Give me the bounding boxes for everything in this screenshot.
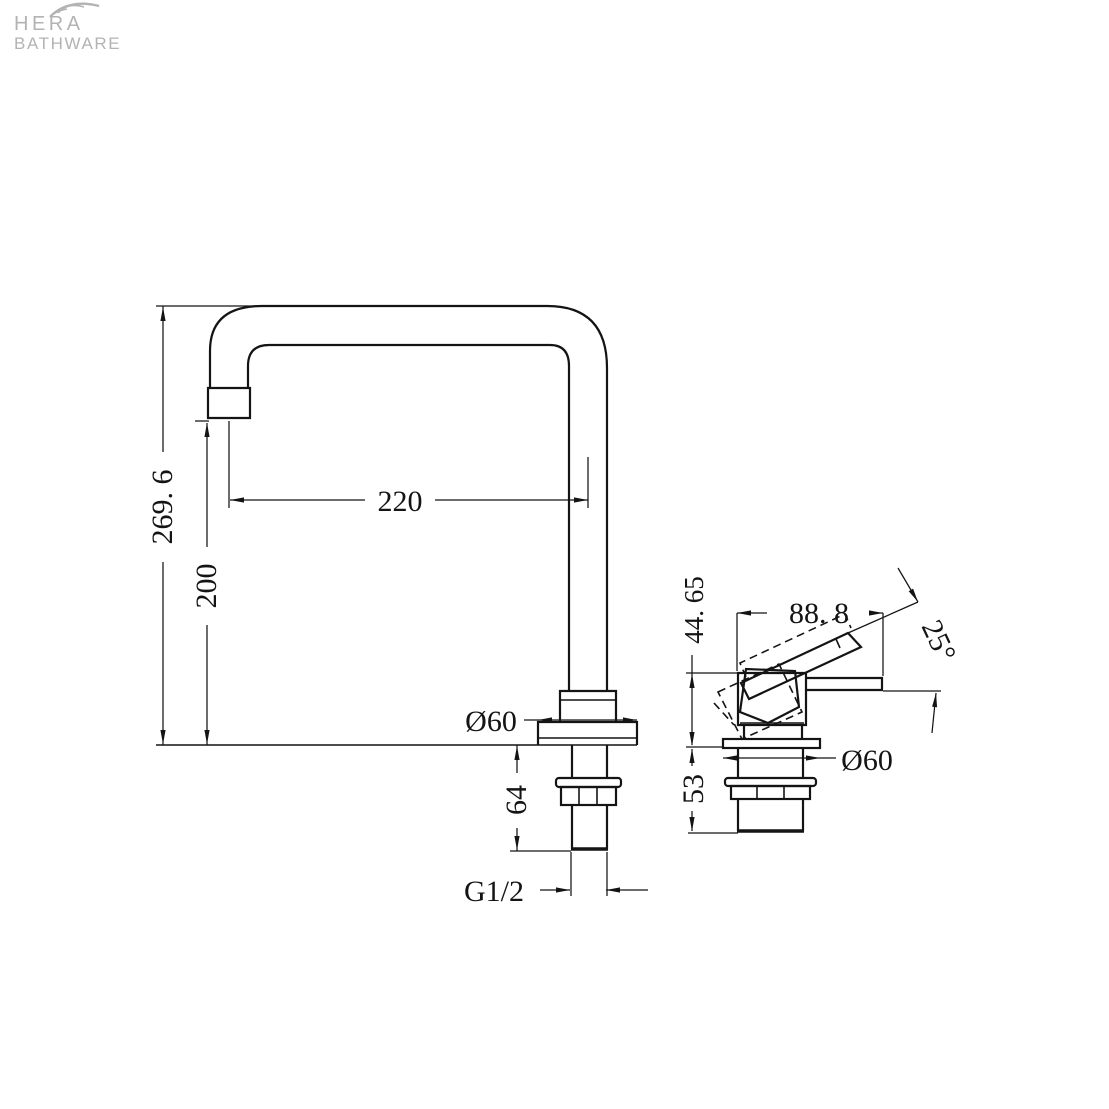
arrowhead-icon xyxy=(204,423,210,437)
dim-total-height-label: 269. 6 xyxy=(146,470,179,545)
arrowhead-icon xyxy=(737,610,751,616)
front-view-spout xyxy=(156,304,639,851)
spout-base-flange xyxy=(536,720,639,745)
dim-handle-reach-label: 88. 8 xyxy=(789,597,849,630)
locknut xyxy=(729,784,812,801)
arrowhead-icon xyxy=(806,755,820,761)
spout-base-body xyxy=(558,689,618,722)
arrowhead-icon xyxy=(230,497,244,503)
dim-body-height-label: 44. 65 xyxy=(679,576,709,644)
lever-dashed-outline xyxy=(738,612,852,678)
handle-dashed-trace xyxy=(713,702,735,726)
arrowhead-icon xyxy=(689,732,695,746)
arrowhead-icon xyxy=(689,749,695,763)
lever-tip-notch xyxy=(835,638,841,649)
dim-side-base-diameter-label: Ø60 xyxy=(841,744,893,777)
arrowhead-icon xyxy=(606,887,620,893)
dim-base-diameter-label: Ø60 xyxy=(465,705,517,738)
dim-spout-reach-label: 220 xyxy=(378,485,423,518)
front-view-dimensions: 269. 6 200 220 Ø60 64 G1/ xyxy=(146,305,648,908)
arrowhead-icon xyxy=(514,836,520,850)
spout-inner-profile xyxy=(246,343,571,691)
arrowhead-icon xyxy=(204,730,210,744)
arrowhead-icon xyxy=(574,497,588,503)
arrowhead-icon xyxy=(160,307,166,321)
locknut-washer xyxy=(723,776,818,788)
cartridge-rotated-dashed-outline xyxy=(716,662,804,741)
side-view-handle xyxy=(713,612,884,833)
base-step-profile xyxy=(806,676,884,692)
logo-brand-subname: BATHWARE xyxy=(14,34,121,53)
locknut xyxy=(559,785,618,807)
arrowhead-icon xyxy=(689,674,695,688)
side-view-dimensions: 44. 65 53 88. 8 Ø60 25° xyxy=(677,567,963,834)
logo-swoosh-tail-icon xyxy=(49,8,68,18)
dim-under-bench-label: 64 xyxy=(500,785,533,815)
logo-swoosh-inner-icon xyxy=(57,4,85,14)
arrowhead-icon xyxy=(723,755,737,761)
locknut-washer xyxy=(554,776,623,789)
angle-reference-line xyxy=(847,601,919,634)
spout-outer-profile xyxy=(208,304,609,691)
dim-handle-angle-label: 25° xyxy=(915,615,963,667)
arrowhead-icon xyxy=(538,717,552,723)
arrowhead-icon xyxy=(932,693,938,708)
arrowhead-icon xyxy=(514,746,520,760)
brand-logo: HERA BATHWARE xyxy=(14,2,121,53)
spout-outlet-aerator xyxy=(206,386,252,420)
cartridge-solid-outline xyxy=(738,667,801,725)
arrowhead-icon xyxy=(623,717,637,723)
dim-spout-height-label: 200 xyxy=(190,564,223,609)
dim-thread-size-label: G1/2 xyxy=(464,875,524,908)
arrowhead-icon xyxy=(869,610,883,616)
arrowhead-icon xyxy=(160,730,166,744)
dim-side-under-bench-label: 53 xyxy=(677,774,710,804)
handle-base-flange xyxy=(721,737,822,750)
logo-brand-name: HERA xyxy=(14,13,84,35)
arrowhead-icon xyxy=(689,817,695,831)
arrowhead-icon xyxy=(556,887,570,893)
arrowhead-icon xyxy=(908,588,918,602)
